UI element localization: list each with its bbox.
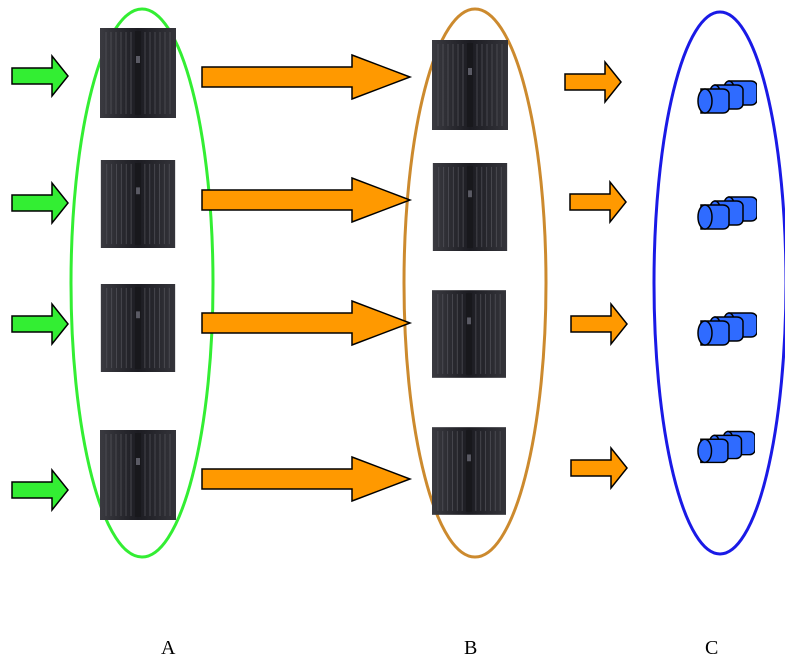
group-c-label: C xyxy=(705,637,719,659)
green-arrow-icon xyxy=(11,53,69,99)
green-arrow-icon xyxy=(11,301,69,347)
orange-arrow-icon xyxy=(570,445,628,491)
orange-arrow-icon xyxy=(201,53,413,101)
orange-arrow-icon xyxy=(569,179,627,225)
group-b-outline xyxy=(402,7,548,559)
group-b-label: B xyxy=(464,637,478,659)
orange-arrow-icon xyxy=(201,176,413,224)
server-cabinet-icon xyxy=(100,28,176,118)
disk-stack-icon xyxy=(697,430,755,464)
orange-arrow-icon xyxy=(201,455,413,503)
group-a-label: A xyxy=(161,637,176,659)
server-cabinet-icon xyxy=(100,430,176,520)
group-c-outline xyxy=(652,10,785,556)
server-cabinet-icon xyxy=(432,290,506,378)
server-cabinet-icon xyxy=(432,163,508,251)
orange-arrow-icon xyxy=(564,59,622,105)
server-cabinet-icon xyxy=(432,426,506,516)
disk-stack-icon xyxy=(697,312,757,346)
group-a-outline xyxy=(69,7,215,559)
disk-stack-icon xyxy=(697,80,757,114)
orange-arrow-icon xyxy=(570,301,628,347)
server-cabinet-icon xyxy=(100,284,176,372)
orange-arrow-icon xyxy=(201,299,413,347)
disk-stack-icon xyxy=(697,196,757,230)
green-arrow-icon xyxy=(11,467,69,513)
server-cabinet-icon xyxy=(100,160,176,248)
server-cabinet-icon xyxy=(432,40,508,130)
green-arrow-icon xyxy=(11,180,69,226)
